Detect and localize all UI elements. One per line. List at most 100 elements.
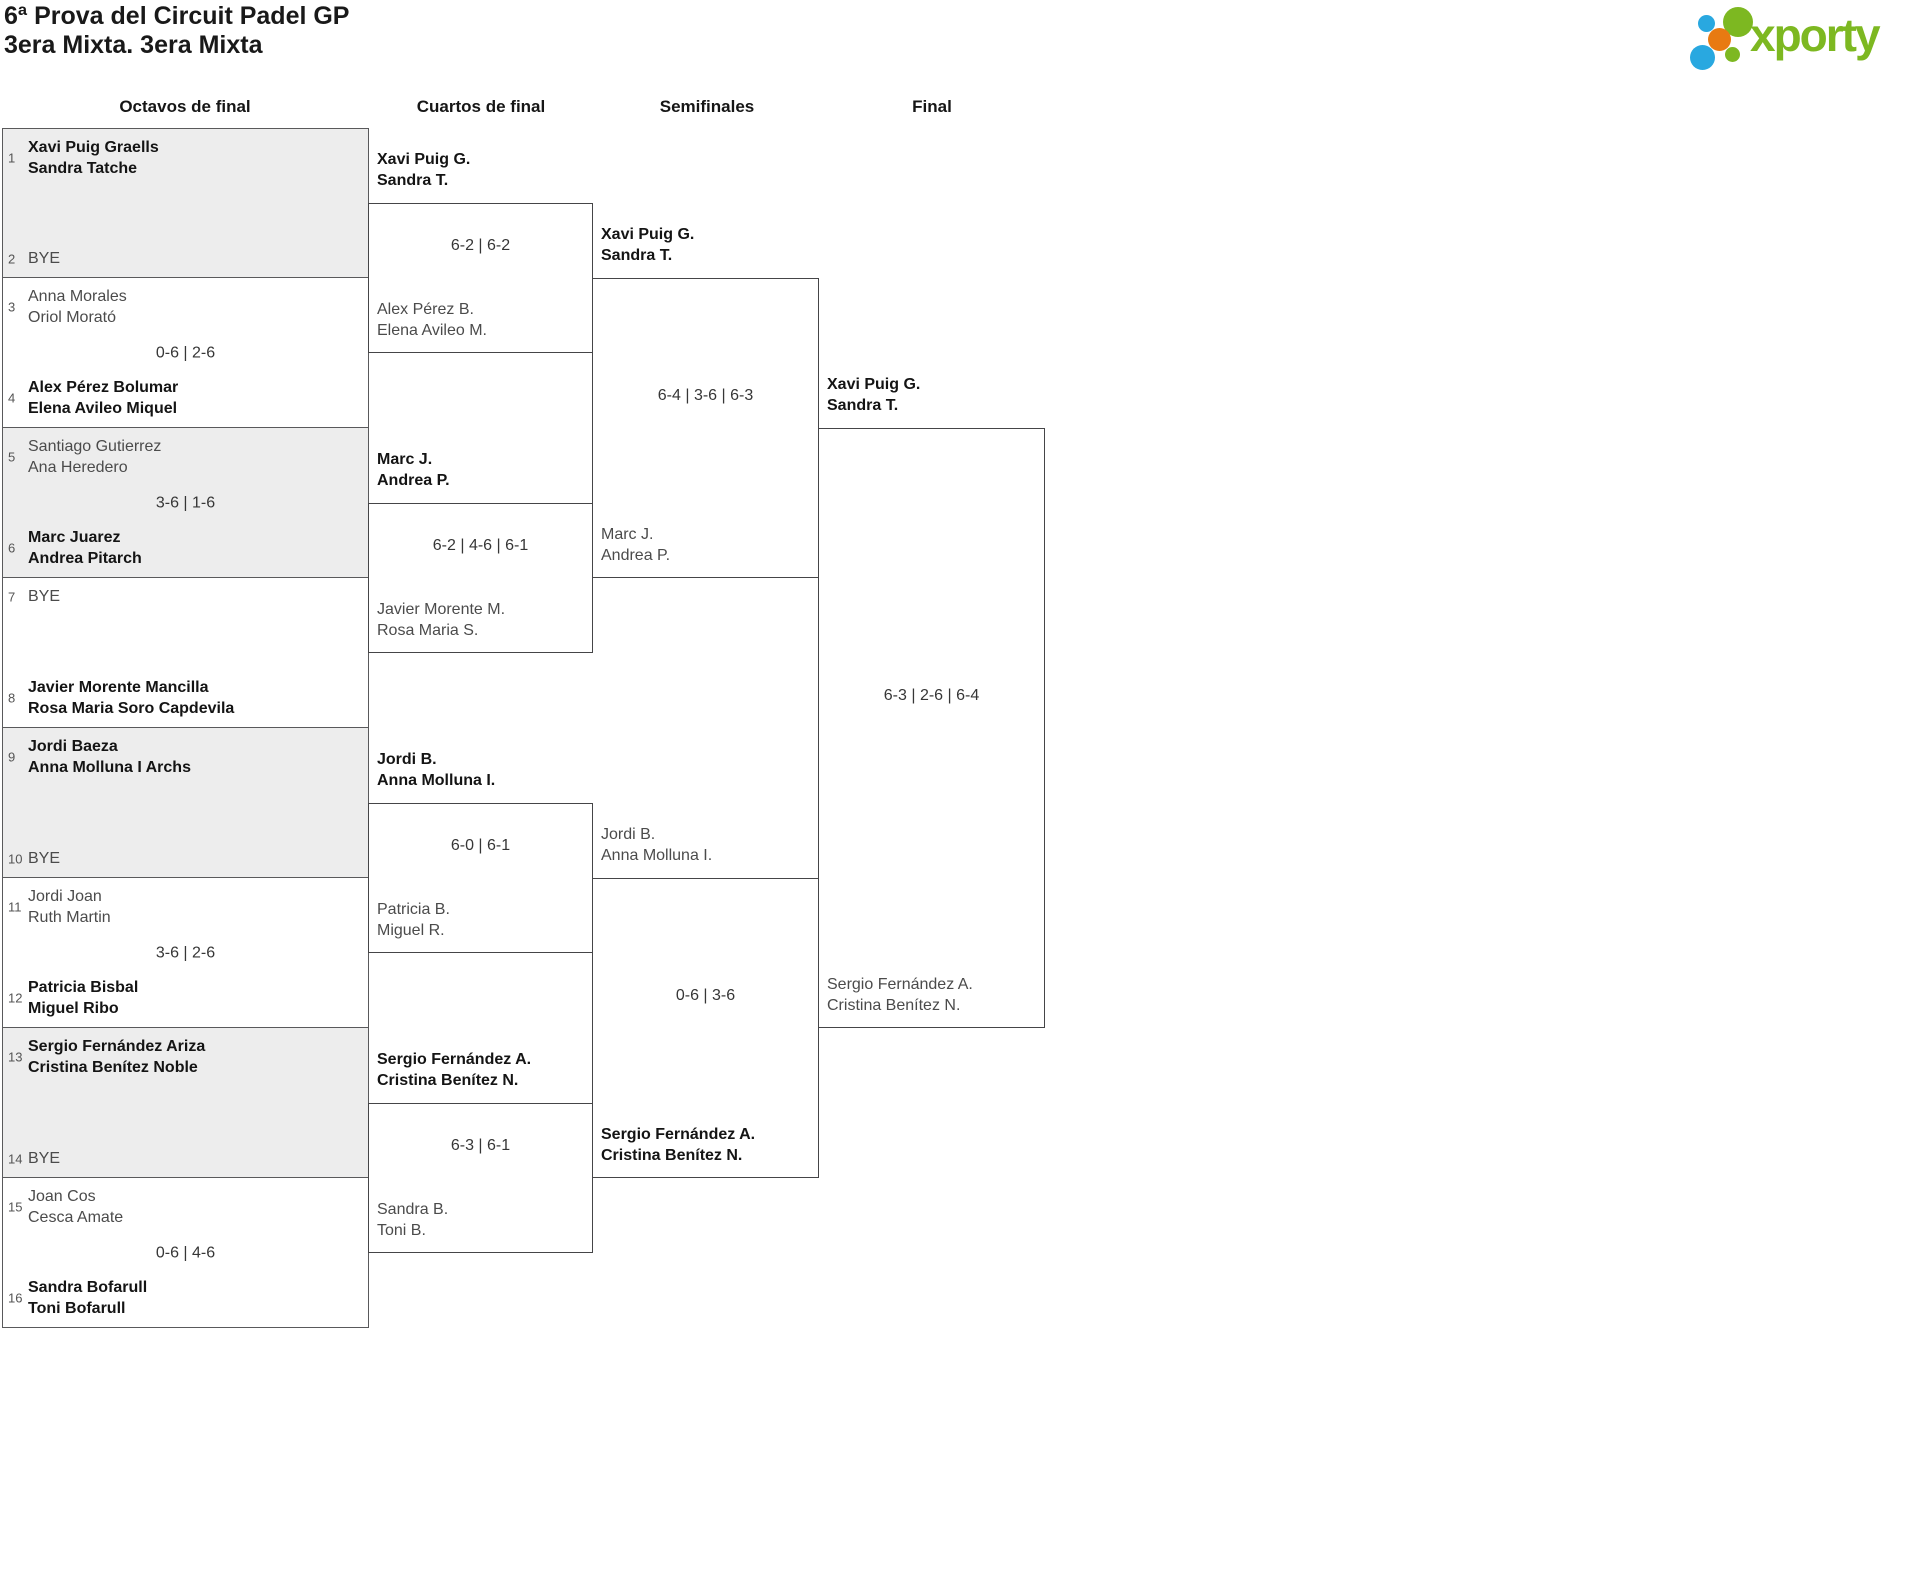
player-name: Marc J. [601,526,654,543]
team-slot-6: 6 Marc Juarez Andrea Pitarch [8,527,360,569]
semifinal-2-team-2: Sergio Fernández A. Cristina Benítez N. [601,1124,815,1166]
player-name: Patricia Bisbal [28,979,139,996]
player-name: Alex Pérez Bolumar [28,379,179,396]
player-name: Andrea P. [601,547,671,564]
player-name: BYE [28,588,61,605]
seed-number: 2 [8,251,16,266]
octavos-match-4-box: 7 BYE 8 Javier Morente Mancilla Rosa Mar… [2,578,369,728]
page-title: 6ª Prova del Circuit Padel GP 3era Mixta… [4,2,349,60]
player-name: Ana Heredero [28,459,128,476]
seed-number: 7 [8,589,16,604]
player-name: Marc Juarez [28,529,121,546]
player-name: Miguel Ribo [28,1000,119,1017]
player-name: Xavi Puig G. [377,151,471,168]
final-team-2: Sergio Fernández A. Cristina Benítez N. [827,974,1041,1016]
octavos-match-5-box: 9 Jordi Baeza Anna Molluna I Archs 10 BY… [2,728,369,878]
seed-number: 16 [8,1290,23,1306]
player-name: Xavi Puig Graells [28,139,159,156]
team-slot-2: 2 BYE [8,248,360,269]
player-name: Andrea P. [377,472,450,489]
logo-dot-blue-small-icon [1698,15,1715,32]
final-team-1: Xavi Puig G. Sandra T. [827,374,1041,416]
team-slot-16: 16 Sandra Bofarull Toni Bofarull [8,1277,360,1319]
player-name: Sandra T. [377,172,449,189]
seed-number: 9 [8,749,16,765]
player-name: Rosa Maria S. [377,622,479,639]
team-slot-8: 8 Javier Morente Mancilla Rosa Maria Sor… [8,677,360,719]
player-name: Miguel R. [377,922,445,939]
player-name: Sergio Fernández A. [601,1126,756,1143]
match-score: 0-6 | 3-6 [675,987,736,1004]
xporty-logo[interactable]: xporty [1688,4,1898,70]
seed-number: 5 [8,449,16,465]
player-name: Anna Molluna I. [377,772,496,789]
player-name: Jordi B. [601,826,656,843]
team-slot-9: 9 Jordi Baeza Anna Molluna I Archs [8,736,360,778]
seed-number: 13 [8,1049,23,1065]
match-score: 6-0 | 6-1 [450,837,511,854]
round-header-cuartos: Cuartos de final [416,97,546,116]
seed-number: 10 [8,851,23,866]
match-score: 6-3 | 2-6 | 6-4 [883,687,980,704]
cuartos-1-team-2: Alex Pérez B. Elena Avileo M. [377,299,591,341]
team-slot-11: 11 Jordi Joan Ruth Martin [8,886,360,928]
logo-dot-green-small-icon [1725,47,1740,62]
player-name: BYE [28,250,61,267]
octavos-match-6-box: 11 Jordi Joan Ruth Martin 3-6 | 2-6 12 P… [2,878,369,1028]
player-name: Sandra B. [377,1201,449,1218]
seed-number: 15 [8,1199,23,1215]
player-name: Elena Avileo Miquel [28,400,178,417]
player-name: Alex Pérez B. [377,301,474,318]
player-name: Cesca Amate [28,1209,124,1226]
player-name: Sandra T. [827,397,899,414]
player-name: Marc J. [377,451,433,468]
player-name: Sergio Fernández A. [827,976,973,993]
player-name: Toni Bofarull [28,1300,126,1317]
player-name: Sergio Fernández A. [377,1051,532,1068]
round-header-octavos: Octavos de final [119,97,251,116]
team-slot-4: 4 Alex Pérez Bolumar Elena Avileo Miquel [8,377,360,419]
team-slot-3: 3 Anna Morales Oriol Morató [8,286,360,328]
player-name: Javier Morente M. [377,601,506,618]
logo-dot-blue-large-icon [1690,45,1715,70]
player-name: Cristina Benítez N. [377,1072,519,1089]
player-name: Anna Molluna I Archs [28,759,191,776]
team-slot-7: 7 BYE [8,586,360,607]
player-name: Patricia B. [377,901,450,918]
logo-wordmark: xporty [1750,9,1881,61]
player-name: Sandra Tatche [28,160,138,177]
seed-number: 6 [8,540,16,556]
seed-number: 11 [8,899,22,915]
team-slot-12: 12 Patricia Bisbal Miguel Ribo [8,977,360,1019]
logo-dot-orange-icon [1708,28,1731,51]
team-slot-10: 10 BYE [8,848,360,869]
player-name: Anna Molluna I. [601,847,713,864]
octavos-match-2-box: 3 Anna Morales Oriol Morató 0-6 | 2-6 4 … [2,278,369,428]
team-slot-14: 14 BYE [8,1148,360,1169]
cuartos-3-team-2: Patricia B. Miguel R. [377,899,591,941]
player-name: BYE [28,850,61,867]
match-score: 3-6 | 1-6 [155,494,216,511]
player-name: Andrea Pitarch [28,550,142,567]
player-name: Sandra Bofarull [28,1279,148,1296]
octavos-match-1-box: 1 Xavi Puig Graells Sandra Tatche 2 BYE [2,128,369,278]
team-slot-1: 1 Xavi Puig Graells Sandra Tatche [8,137,360,179]
seed-number: 8 [8,690,16,706]
team-slot-13: 13 Sergio Fernández Ariza Cristina Benít… [8,1036,360,1078]
team-slot-5: 5 Santiago Gutierrez Ana Heredero [8,436,360,478]
semifinal-2-team-1: Jordi B. Anna Molluna I. [601,824,815,866]
player-name: Cristina Benítez N. [827,997,961,1014]
player-name: Javier Morente Mancilla [28,679,209,696]
player-name: Jordi B. [377,751,437,768]
match-score: 6-2 | 6-2 [450,237,511,254]
player-name: Rosa Maria Soro Capdevila [28,700,235,717]
tournament-name: 6ª Prova del Circuit Padel GP [4,2,350,30]
cuartos-3-team-1: Jordi B. Anna Molluna I. [377,749,591,791]
round-header-final: Final [912,97,952,116]
cuartos-2-team-2: Javier Morente M. Rosa Maria S. [377,599,591,641]
seed-number: 3 [8,299,16,315]
cuartos-4-team-2: Sandra B. Toni B. [377,1199,591,1241]
octavos-match-7-box: 13 Sergio Fernández Ariza Cristina Benít… [2,1028,369,1178]
player-name: Jordi Baeza [28,738,118,755]
